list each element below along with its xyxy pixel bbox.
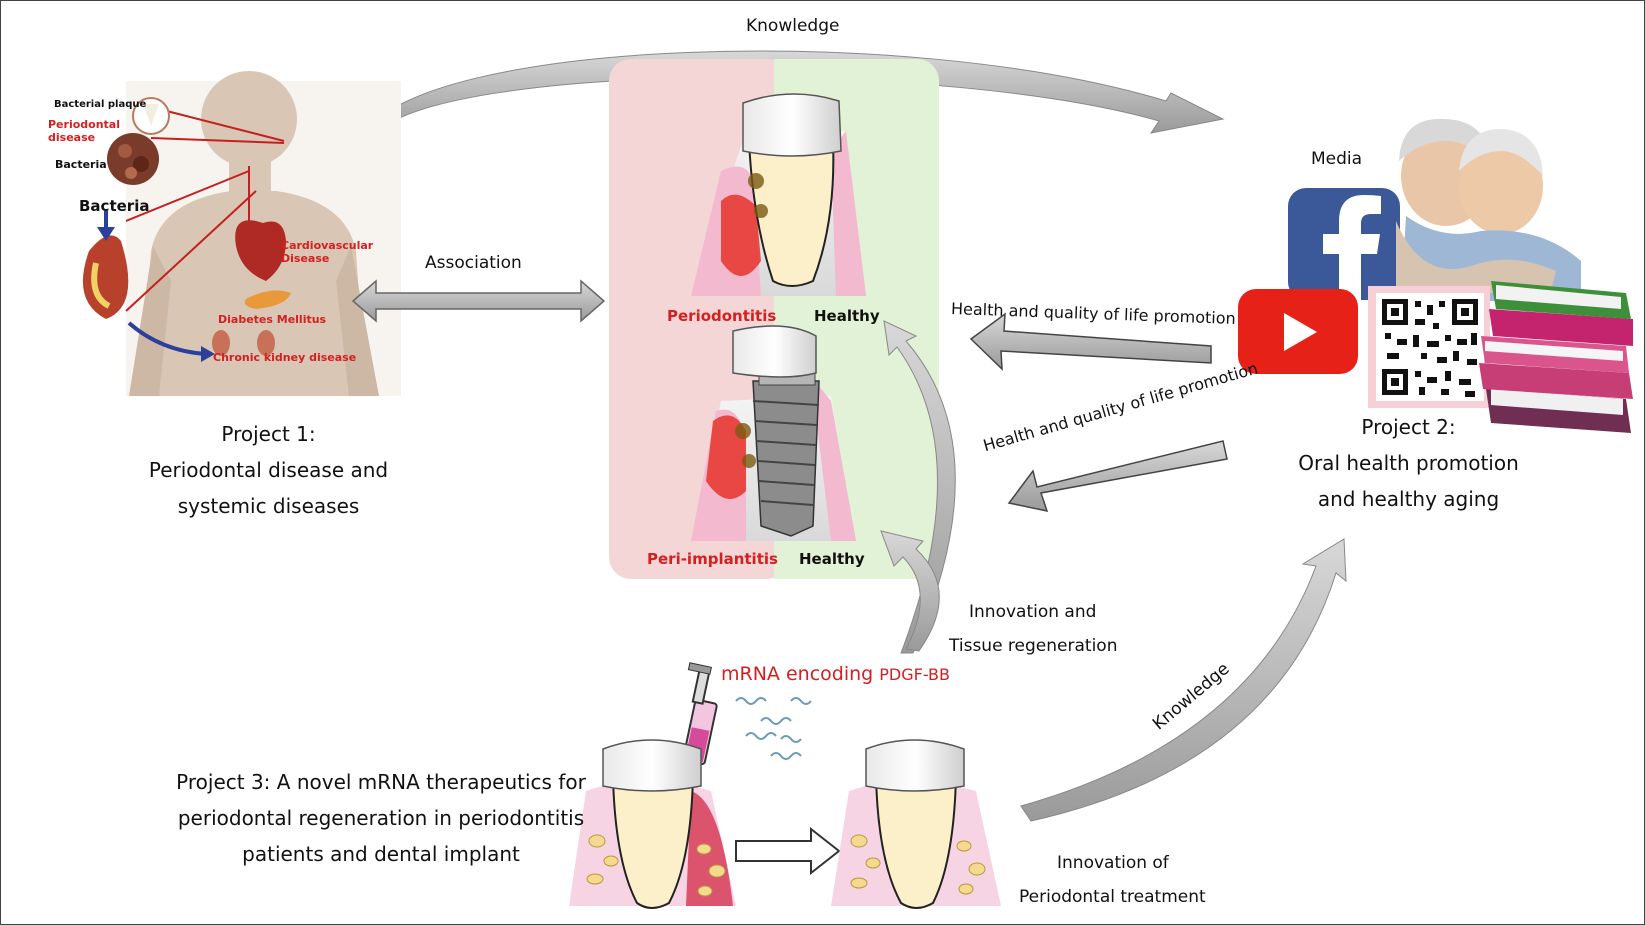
ckd-label: Chronic kidney disease — [213, 351, 357, 364]
diabetes-label: Diabetes Mellitus — [218, 313, 327, 326]
mrna-label: mRNA encoding PDGF-BB — [721, 663, 950, 685]
teeth-comparison-panel — [609, 59, 939, 579]
books-icon — [1479, 281, 1633, 433]
knowledge-arrow-bottom — [1020, 538, 1347, 822]
innovation-treatment-label-1: Innovation of — [1057, 853, 1169, 873]
bacteria-small-label: Bacteria — [55, 158, 107, 171]
tooth-icon — [691, 93, 866, 296]
regeneration-arrow-lower — [880, 530, 940, 652]
bacterial-plaque-label: Bacterial plaque — [54, 99, 147, 110]
health-promotion-arrow-2 — [1007, 440, 1228, 513]
facebook-icon — [1288, 188, 1400, 301]
tooth-icon — [569, 739, 736, 909]
association-label: Association — [425, 253, 522, 273]
project-2-label: Project 2: Oral health promotion and hea… — [1298, 415, 1519, 511]
mrna-strands-icon — [735, 697, 812, 760]
knowledge-arrow-top — [365, 50, 1225, 134]
youtube-icon — [1238, 289, 1358, 374]
healthy-label-2: Healthy — [799, 550, 865, 568]
innovation-regeneration-label-1: Innovation and — [969, 602, 1097, 622]
bacteria-label: Bacteria — [79, 197, 150, 215]
dental-implant-icon — [691, 325, 856, 541]
healthy-label-1: Healthy — [814, 307, 880, 325]
qr-code-icon — [1368, 286, 1490, 408]
elderly-couple-icon — [1396, 118, 1581, 301]
periodontitis-label: Periodontitis — [667, 307, 777, 325]
health-promotion-arrow-1 — [969, 312, 1212, 371]
association-arrow — [351, 279, 606, 323]
project-3-label: Project 3: A novel mRNA therapeutics for… — [176, 770, 586, 866]
human-body-icon — [82, 71, 401, 396]
tooth-icon — [831, 739, 1001, 909]
regeneration-arrow-upper — [883, 320, 956, 654]
knowledge-label-top: Knowledge — [746, 16, 840, 36]
process-arrow — [735, 826, 841, 876]
project-1-label: Project 1: Periodontal disease and syste… — [148, 422, 389, 518]
media-label: Media — [1311, 149, 1363, 169]
innovation-regeneration-label-2: Tissue regeneration — [949, 636, 1118, 656]
peri-implantitis-label: Peri-implantitis — [647, 550, 778, 568]
innovation-treatment-label-2: Periodontal treatment — [1019, 887, 1206, 907]
